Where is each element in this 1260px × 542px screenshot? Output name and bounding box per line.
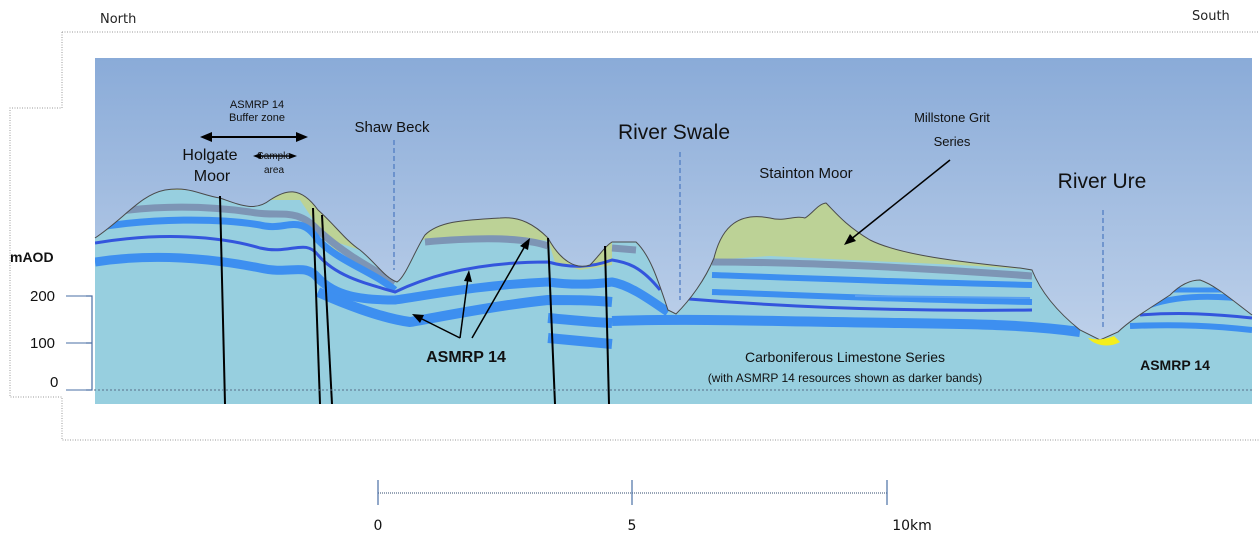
north-label: North <box>100 12 136 27</box>
south-label: South <box>1192 9 1230 24</box>
resource-band-1 <box>95 216 398 293</box>
fault-line-4 <box>547 237 556 405</box>
resource-thin-line <box>854 295 1031 299</box>
shaw-beck-label: Shaw Beck <box>354 119 430 136</box>
y-tick-200: 200 <box>30 288 55 305</box>
grey-band-4 <box>711 258 1033 280</box>
scale-tick-5: 5 <box>628 518 637 534</box>
scale-bar <box>377 480 888 505</box>
sample-area-label-1: Sample <box>257 151 291 162</box>
ground-surface-line <box>94 188 1253 341</box>
fault-line-3 <box>321 214 333 405</box>
resource-dark-right <box>1139 312 1252 320</box>
sample-area-arrow <box>253 153 297 159</box>
millstone-grit-label-1: Millstone Grit <box>914 110 990 125</box>
sample-area-label-2: area <box>264 165 284 176</box>
resource-band-right-2 <box>1129 322 1252 333</box>
river-ure-label: River Ure <box>1058 170 1147 193</box>
resource-band-8 <box>711 289 1033 305</box>
grey-band-1 <box>95 203 397 286</box>
outer-frame <box>9 32 1259 441</box>
resource-dark-line-2 <box>675 296 1033 312</box>
pointer-arrows <box>412 159 951 339</box>
resource-band-7 <box>711 272 1033 288</box>
grey-band-3 <box>611 244 637 254</box>
fault-line-1 <box>219 195 226 405</box>
fault-line-5 <box>604 245 610 405</box>
y-tick-100: 100 <box>30 335 55 352</box>
limestone-label-2: (with ASMRP 14 resources shown as darker… <box>708 371 983 385</box>
holgate-label-2: Moor <box>194 168 231 185</box>
resource-band-2 <box>95 252 671 316</box>
resource-band-6 <box>611 314 1081 337</box>
y-axis-bracket <box>86 295 93 391</box>
grey-band-2 <box>424 235 550 250</box>
yellow-deposit <box>1088 336 1120 346</box>
holgate-label-1: Holgate <box>182 147 237 164</box>
asmrp-center-label: ASMRP 14 <box>426 349 506 366</box>
resource-dark-line-1 <box>95 235 662 294</box>
millstone-grit-label-2: Series <box>934 134 971 149</box>
scale-tick-10: 10km <box>892 518 932 534</box>
scale-tick-0: 0 <box>374 518 383 534</box>
buffer-zone-label-1: ASMRP 14 <box>230 99 284 111</box>
river-swale-label: River Swale <box>618 121 730 144</box>
buffer-zone-label-2: Buffer zone <box>229 112 285 124</box>
y-tick-0: 0 <box>50 374 58 391</box>
stainton-moor-label: Stainton Moor <box>759 165 852 182</box>
asmrp-right-label: ASMRP 14 <box>1140 357 1210 373</box>
limestone-label-1: Carboniferous Limestone Series <box>745 349 945 365</box>
resource-band-5 <box>547 333 613 349</box>
y-axis-unit: mAOD <box>10 249 54 265</box>
buffer-zone-arrow <box>200 132 308 142</box>
y-axis-ticks <box>66 295 86 391</box>
resource-band-3 <box>315 287 613 328</box>
fault-line-2 <box>312 207 321 405</box>
resource-band-4 <box>547 313 613 328</box>
